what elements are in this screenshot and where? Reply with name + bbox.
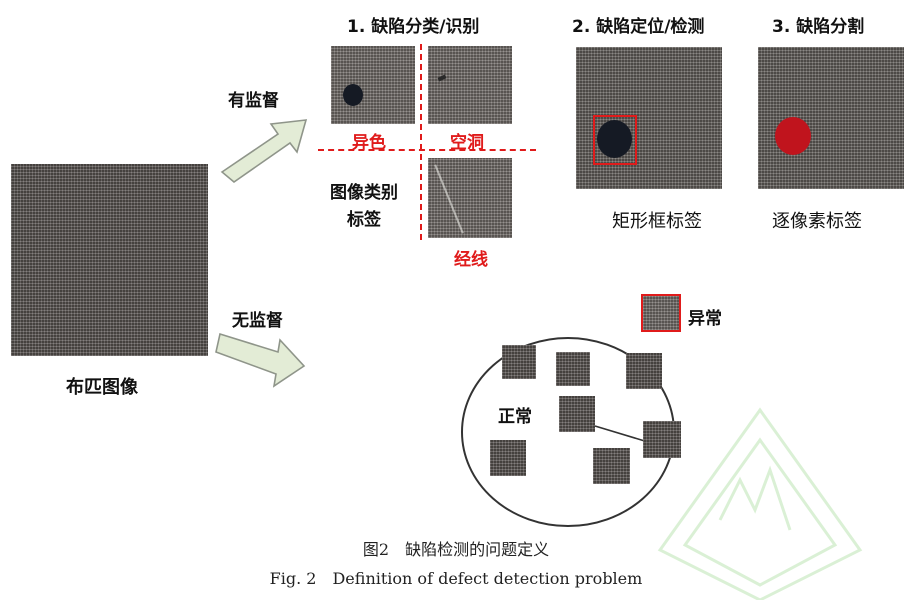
- normal-sample-patch: [490, 440, 526, 476]
- category-label-line1: 图像类别: [330, 183, 398, 203]
- unsupervised-label: 无监督: [232, 311, 283, 331]
- pixel-label: 逐像素标签: [772, 211, 862, 232]
- class-label-abnormal-color: 异色: [352, 133, 386, 153]
- warp-line-defect: [434, 164, 464, 234]
- segmented-defect-mask: [775, 117, 811, 155]
- detection-sample: [576, 47, 722, 189]
- quadrant-divider-horizontal: [318, 149, 536, 151]
- quadrant-divider-vertical: [420, 44, 422, 240]
- normal-sample-patch: [626, 353, 662, 389]
- figure-caption-chinese: 图2 缺陷检测的问题定义: [362, 540, 550, 559]
- classification-sample-abnormal-color: [331, 46, 415, 124]
- normal-sample-patch: [559, 396, 595, 432]
- figure-caption-english: Fig. 2 Definition of defect detection pr…: [269, 569, 643, 588]
- source-fabric-image: [11, 164, 208, 356]
- outlier-sample-patch: [643, 421, 681, 458]
- detected-defect-spot: [597, 120, 632, 158]
- hole-defect: [437, 74, 447, 82]
- class-label-hole: 空洞: [450, 133, 484, 153]
- class-label-warp: 经线: [454, 250, 488, 270]
- bbox-label: 矩形框标签: [612, 211, 702, 232]
- task2-title: 2. 缺陷定位/检测: [572, 17, 705, 37]
- category-label-line2: 标签: [347, 210, 381, 230]
- anomaly-sample: [641, 294, 681, 332]
- source-image-label: 布匹图像: [66, 377, 138, 398]
- segmentation-sample: [758, 47, 904, 189]
- normal-sample-patch: [502, 345, 536, 379]
- bounding-box: [593, 115, 637, 165]
- supervised-arrow-icon: [220, 119, 308, 184]
- classification-sample-warp: [428, 158, 512, 238]
- normal-sample-patch: [593, 448, 630, 484]
- classification-sample-hole: [428, 46, 512, 124]
- normal-label: 正常: [498, 407, 532, 427]
- task3-title: 3. 缺陷分割: [772, 17, 865, 37]
- anomaly-label: 异常: [688, 309, 722, 329]
- supervised-label: 有监督: [228, 91, 279, 111]
- dark-spot-defect: [343, 84, 363, 106]
- unsupervised-arrow-icon: [215, 332, 306, 388]
- task1-title: 1. 缺陷分类/识别: [347, 17, 480, 37]
- watermark-logo: [657, 407, 863, 600]
- normal-sample-patch: [556, 352, 590, 386]
